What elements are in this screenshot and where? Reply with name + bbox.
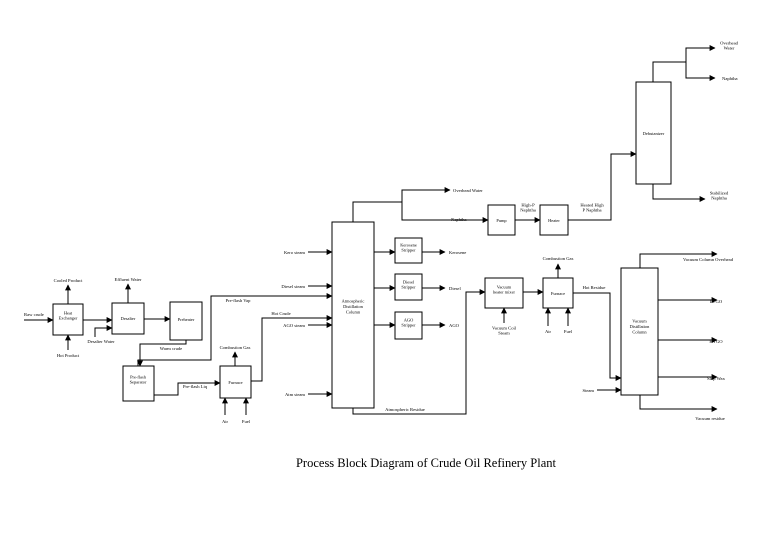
furnace-2-block: Furnace [542, 277, 574, 309]
diagram-title: Process Block Diagram of Crude Oil Refin… [296, 456, 557, 470]
pump-block: Pump [487, 204, 516, 236]
preheater-block: Preheater [169, 301, 203, 341]
preflash-vap-label: Pre-flash Vap [226, 298, 251, 303]
heater-block: Heater [539, 204, 569, 236]
diesel-label: Diesel [449, 286, 461, 291]
furnace-1-label: Furnace [228, 380, 242, 385]
raw-crude-label: Raw crude [24, 312, 44, 317]
heater-label: Heater [548, 218, 560, 223]
ago-steam-label: AGO steam [283, 323, 305, 328]
preheater-label: Preheater [178, 317, 195, 322]
fuel-1-label: Fuel [242, 419, 251, 424]
fuel-2-label: Fuel [564, 329, 573, 334]
heated-naphtha-line [568, 151, 637, 221]
debutanizer-label: Debutanizer [643, 131, 665, 136]
warm-crude-line [137, 340, 187, 367]
naphtha-2-line [685, 62, 716, 81]
vac-overhead-label: Vacuum Column Overhead [683, 257, 734, 262]
atm-residue-line [352, 289, 486, 415]
naphtha-line [352, 201, 489, 223]
vac-residue-label: Vacuum residue [695, 416, 724, 421]
overhead-water-2-line [652, 45, 716, 82]
desalter-water-line [94, 325, 113, 337]
effluent-water-label: Effluent Water [115, 277, 142, 282]
preflash-vap-line [137, 293, 333, 366]
debutanizer-block: Debutanizer [635, 81, 672, 185]
atm-steam-label: Atm steam [285, 392, 305, 397]
hot-residue-line [573, 292, 622, 381]
desalter-water-label: Desalter Water [87, 339, 115, 344]
overhead-water-line [401, 187, 451, 202]
preflash-liq-line [154, 380, 221, 396]
cooled-product-label: Cooled Product [54, 278, 83, 283]
overhead-water-label: Overhead Water [453, 188, 483, 193]
furnace-1-block: Furnace [219, 365, 252, 399]
hot-crude-line [251, 315, 333, 382]
vac-overhead-line [639, 251, 718, 268]
diesel-steam-label: Diesel steam [281, 284, 305, 289]
kerosene-label: Kerosene [449, 250, 466, 255]
combustion-gas-1-label: Combustion Gas [220, 345, 251, 350]
lvgo-label: LVGO [710, 299, 723, 304]
furnace-2-label: Furnace [551, 291, 565, 296]
vac-residue-line [639, 395, 718, 412]
combustion-gas-2-label: Combustion Gas [543, 256, 574, 261]
stream-labels: Raw crude Cooled Product Hot Product Eff… [24, 40, 739, 424]
desalter-label: Desalter [121, 316, 136, 321]
hot-residue-label: Hot Residue [583, 285, 606, 290]
hot-product-label: Hot Product [57, 353, 80, 358]
pump-label: Pump [496, 218, 507, 223]
hot-crude-label: Hot Crude [271, 311, 290, 316]
desalter-block: Desalter [111, 302, 145, 335]
air-1-label: Air [222, 419, 229, 424]
warm-crude-label: Warm crude [160, 346, 182, 351]
flow-lines [24, 45, 718, 415]
kero-steam-label: Kero steam [284, 250, 305, 255]
slop-wax-label: Slop Wax [707, 376, 725, 381]
naphtha-label: Naphtha [451, 217, 467, 222]
air-2-label: Air [545, 329, 552, 334]
vac-steam-label: Steam [583, 388, 595, 393]
stabilized-naphtha-line [652, 184, 706, 202]
atm-residue-label: Atmospheric Residue [385, 407, 425, 412]
ago-label: AGO [449, 323, 460, 328]
preflash-liq-label: Pre-flash Liq [183, 384, 208, 389]
naphtha-2-label: Naphtha [722, 76, 738, 81]
hvgo-label: HVGO [709, 339, 723, 344]
